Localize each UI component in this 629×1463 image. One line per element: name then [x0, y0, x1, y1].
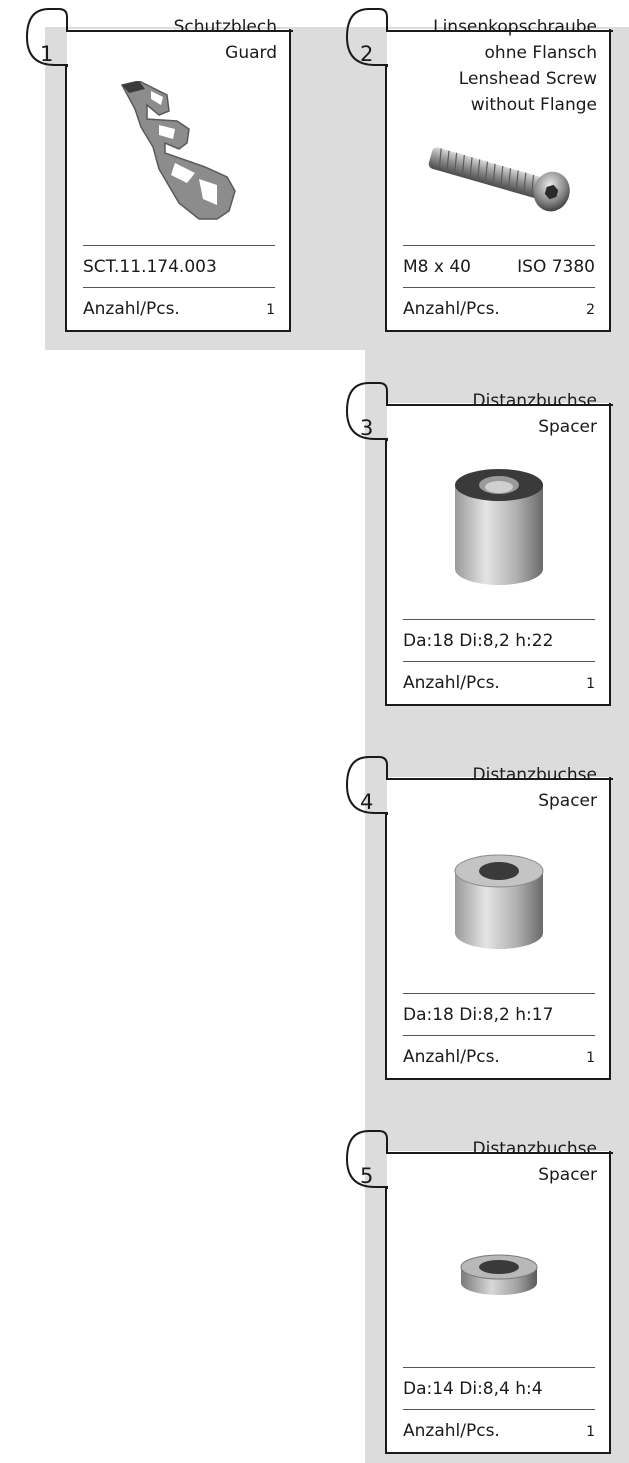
quantity-value: 1 — [586, 1424, 595, 1440]
card-left-edge — [385, 65, 387, 332]
card-notch-frame — [345, 382, 613, 441]
quantity-value: 1 — [586, 1050, 595, 1066]
spacer-medium-icon — [387, 849, 609, 963]
part-number: 1 — [40, 42, 54, 66]
part-spec: Da:18 Di:8,2 h:17 — [403, 1005, 554, 1025]
part-spec: M8 x 40 ISO 7380 — [403, 257, 595, 277]
part-spec: Da:14 Di:8,4 h:4 — [403, 1379, 543, 1399]
part-spec: SCT.11.174.003 — [83, 257, 217, 277]
quantity-row: Anzahl/Pcs. 1 — [83, 299, 275, 319]
card-notch-frame — [345, 8, 613, 67]
card-notch-frame — [25, 8, 293, 67]
divider — [403, 1409, 595, 1410]
part-number: 4 — [360, 790, 374, 814]
part-card-4: 4 Distanzbuchse Spacer Da:18 Di:8,2 h:17… — [345, 756, 613, 1080]
part-card-3: 3 Distanzbuchse Spacer Da:18 Di:8,2 h:22… — [345, 382, 613, 706]
divider — [403, 1367, 595, 1368]
divider — [83, 245, 275, 246]
part-title: Schutzblech Guard — [173, 17, 277, 63]
part-card-1: 1 Schutzblech Guard SCT.11.174.003 Anzah… — [25, 8, 293, 332]
card-notch-frame — [345, 1130, 613, 1189]
quantity-row: Anzahl/Pcs. 1 — [403, 1047, 595, 1067]
quantity-row: Anzahl/Pcs. 2 — [403, 299, 595, 319]
card-left-edge — [385, 439, 387, 706]
divider — [403, 619, 595, 620]
divider — [403, 1035, 595, 1036]
card-left-edge — [65, 65, 67, 332]
quantity-value: 2 — [586, 302, 595, 318]
part-title: Distanzbuchse Spacer — [472, 1139, 597, 1185]
part-spec: Da:18 Di:8,2 h:22 — [403, 631, 554, 651]
part-card-5: 5 Distanzbuchse Spacer Da:14 Di:8,4 h:4 … — [345, 1130, 613, 1454]
spacer-tall-icon — [387, 465, 609, 599]
divider — [403, 287, 595, 288]
part-number: 3 — [360, 416, 374, 440]
part-number: 5 — [360, 1164, 374, 1188]
divider — [403, 245, 595, 246]
card-left-edge — [385, 813, 387, 1080]
part-title: Linsenkopschraube ohne Flansch Lenshead … — [433, 17, 597, 115]
card-notch-frame — [345, 756, 613, 815]
quantity-value: 1 — [586, 676, 595, 692]
divider — [403, 993, 595, 994]
card-left-edge — [385, 1187, 387, 1454]
screw-icon — [387, 139, 609, 223]
quantity-row: Anzahl/Pcs. 1 — [403, 1421, 595, 1441]
part-title: Distanzbuchse Spacer — [472, 391, 597, 437]
spacer-flat-icon — [387, 1249, 609, 1313]
part-card-2: 2 Linsenkopschraube ohne Flansch Lenshea… — [345, 8, 613, 332]
part-number: 2 — [360, 42, 374, 66]
divider — [83, 287, 275, 288]
guard-bracket-icon — [67, 80, 289, 235]
quantity-value: 1 — [266, 302, 275, 318]
quantity-row: Anzahl/Pcs. 1 — [403, 673, 595, 693]
divider — [403, 661, 595, 662]
part-title: Distanzbuchse Spacer — [472, 765, 597, 811]
